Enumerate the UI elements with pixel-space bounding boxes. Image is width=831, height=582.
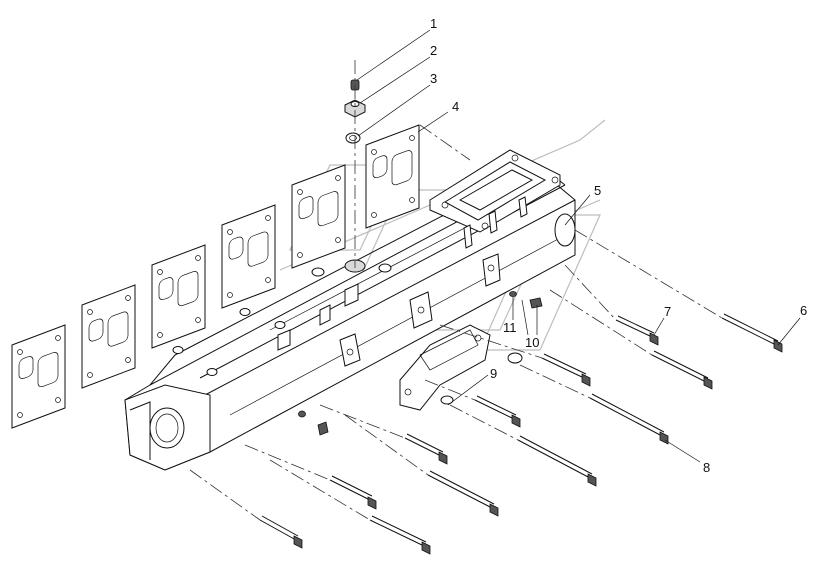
bolt bbox=[651, 350, 713, 390]
leader-lines bbox=[356, 29, 801, 463]
bolt-7 bbox=[615, 315, 659, 346]
bolt-6 bbox=[721, 313, 783, 353]
callout-9: 9 bbox=[490, 366, 497, 381]
callout-5: 5 bbox=[594, 183, 601, 198]
callout-6: 6 bbox=[800, 303, 807, 318]
center-lines bbox=[189, 60, 723, 521]
bolts bbox=[259, 291, 783, 555]
callout-1: 1 bbox=[430, 16, 437, 31]
bolt bbox=[369, 515, 431, 555]
bolt bbox=[589, 393, 669, 445]
washer-11 bbox=[509, 291, 517, 297]
bolt-10 bbox=[529, 297, 543, 309]
callout-7: 7 bbox=[664, 304, 671, 319]
gasket bbox=[11, 324, 66, 429]
bolt bbox=[259, 515, 303, 549]
support-bracket bbox=[399, 324, 523, 411]
bolt bbox=[541, 353, 591, 387]
gasket-set bbox=[11, 124, 420, 429]
bolt bbox=[427, 470, 499, 517]
bolt bbox=[404, 433, 448, 465]
exhaust-manifold bbox=[124, 149, 576, 471]
gasket bbox=[291, 164, 346, 269]
gasket bbox=[81, 284, 136, 389]
callout-10: 10 bbox=[525, 335, 539, 350]
bolt-small bbox=[298, 410, 329, 436]
callout-labels: 1 2 3 4 5 6 7 8 9 10 11 bbox=[430, 16, 807, 475]
gasket bbox=[151, 244, 206, 349]
gasket bbox=[221, 204, 276, 309]
bolt bbox=[474, 395, 521, 428]
bolt bbox=[517, 435, 597, 487]
washer-3 bbox=[345, 132, 361, 144]
gasket bbox=[365, 124, 420, 229]
callout-11: 11 bbox=[503, 320, 517, 335]
callout-4: 4 bbox=[452, 99, 459, 114]
callout-2: 2 bbox=[430, 43, 437, 58]
callout-3: 3 bbox=[430, 71, 437, 86]
bolt bbox=[329, 475, 377, 510]
callout-8: 8 bbox=[703, 460, 710, 475]
sealing-nut-2 bbox=[344, 99, 366, 118]
